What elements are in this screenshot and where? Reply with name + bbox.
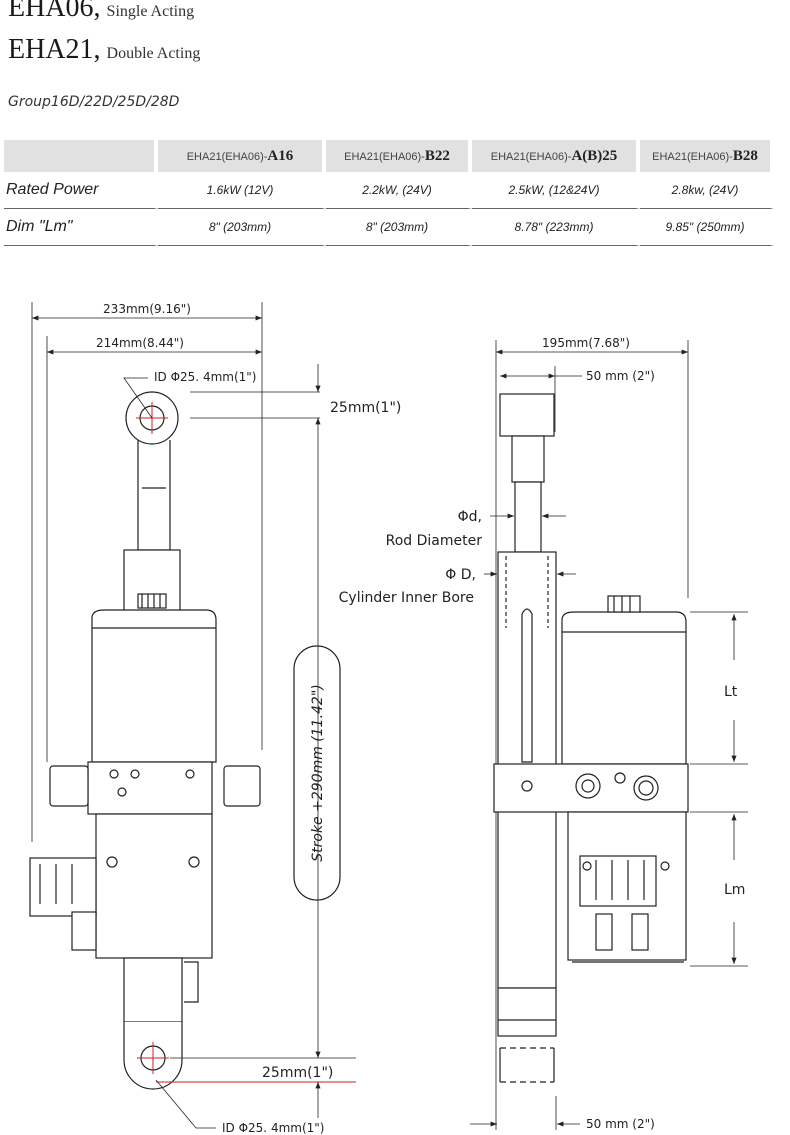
dim-50-bot: 50 mm (2"): [586, 1117, 655, 1131]
title-eha21: EHA21, Double Acting: [8, 34, 200, 66]
right-dimension-lines: [470, 349, 748, 1130]
table-header-cell: EHA21(EHA06)-A(B)25: [472, 140, 640, 172]
dim-50-top: 50 mm (2"): [586, 369, 655, 383]
table-header-row: EHA21(EHA06)-A16 EHA21(EHA06)-B22 EHA21(…: [4, 140, 774, 172]
table-row: Rated Power 1.6kW (12V) 2.2kW, (24V) 2.5…: [4, 172, 774, 209]
dim-bot-25: 25mm(1"): [262, 1065, 333, 1081]
table-cell: 8" (203mm): [158, 209, 326, 246]
table-header-cell: EHA21(EHA06)-A16: [158, 140, 326, 172]
dim-195: 195mm(7.68"): [542, 336, 630, 350]
table-cell: 8" (203mm): [326, 209, 472, 246]
table-cell: 9.85" (250mm): [640, 209, 774, 246]
dim-lm: Lm: [724, 882, 745, 898]
left-dimension-lines: [31, 315, 356, 1129]
model-name: EHA06,: [8, 0, 101, 23]
dim-233: 233mm(9.16"): [103, 302, 191, 316]
table-header-cell: EHA21(EHA06)-B22: [326, 140, 472, 172]
table-header-empty: [4, 140, 158, 172]
table-row: Dim "Lm" 8" (203mm) 8" (203mm) 8.78" (22…: [4, 209, 774, 246]
row-label: Rated Power: [4, 172, 158, 209]
dim-214: 214mm(8.44"): [96, 336, 184, 350]
table-cell: 2.2kW, (24V): [326, 172, 472, 209]
model-type: Double Acting: [106, 45, 201, 62]
table-cell: 1.6kW (12V): [158, 172, 326, 209]
group-label: Group16D/22D/25D/28D: [8, 94, 180, 110]
bore-phi: Φ D,: [445, 567, 476, 583]
bore-label: Cylinder Inner Bore: [339, 590, 474, 606]
title-eha06: EHA06, Single Acting: [8, 0, 194, 24]
dim-lt: Lt: [724, 684, 738, 700]
dim-id-top: ID Φ25. 4mm(1"): [154, 370, 256, 384]
table-cell: 8.78" (223mm): [472, 209, 640, 246]
row-label: Dim "Lm": [4, 209, 158, 246]
table-header-cell: EHA21(EHA06)-B28: [640, 140, 774, 172]
table-cell: 2.5kW, (12&24V): [472, 172, 640, 209]
spec-table: EHA21(EHA06)-A16 EHA21(EHA06)-B22 EHA21(…: [4, 140, 774, 246]
left-view-actuator: [29, 302, 356, 1090]
dim-stroke: Stroke +290mm (11.42"): [310, 684, 326, 862]
model-type: Single Acting: [106, 3, 195, 20]
rod-diameter-label: Rod Diameter: [386, 533, 483, 549]
dim-id-bot: ID Φ25. 4mm(1"): [222, 1121, 324, 1135]
right-view-actuator: [493, 340, 689, 1130]
table-cell: 2.8kw, (24V): [640, 172, 774, 209]
rod-phi: Φd,: [458, 509, 482, 525]
dim-top-25: 25mm(1"): [330, 400, 401, 416]
model-name: EHA21,: [8, 34, 101, 65]
